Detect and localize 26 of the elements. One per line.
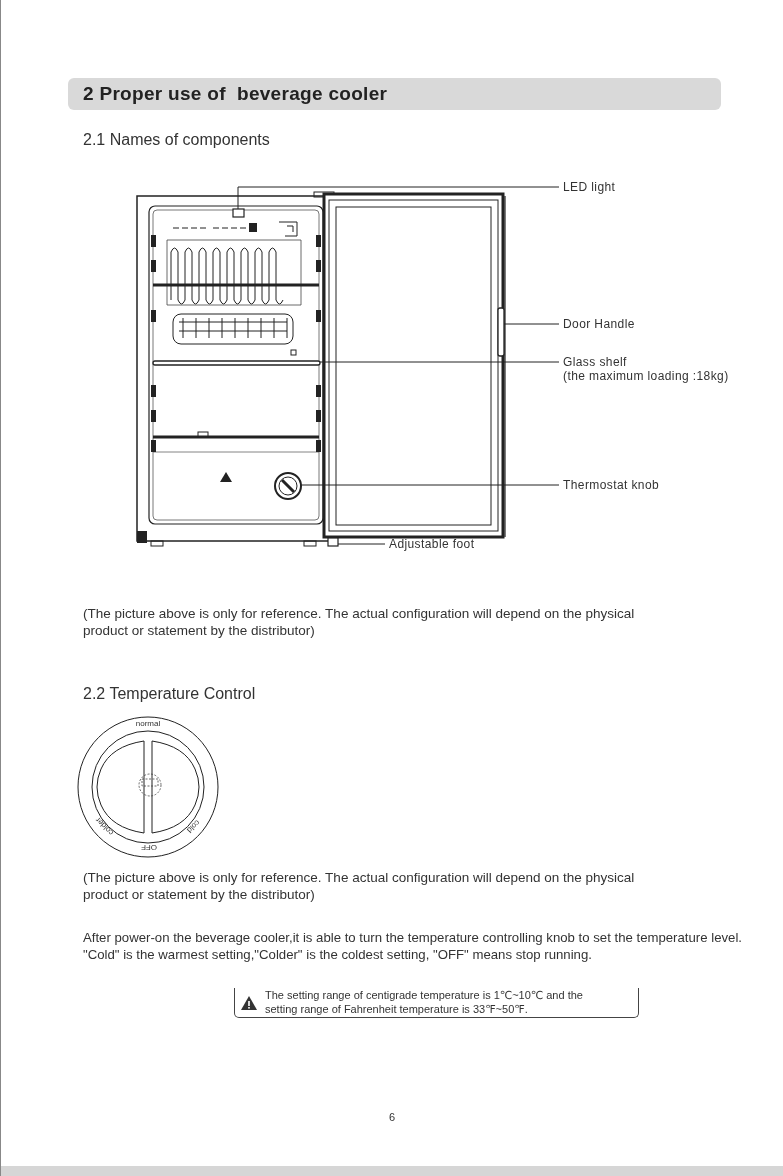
page-number: 6 xyxy=(389,1110,396,1125)
leader-line xyxy=(300,484,560,486)
dial-setting-label: OFF xyxy=(141,843,157,851)
callout-label: (the maximum loading :18kg) xyxy=(563,369,729,384)
adjustable-foot-part xyxy=(327,537,339,547)
section-heading: 2.2 Temperature Control xyxy=(83,684,256,704)
leader-line xyxy=(237,186,560,210)
callout-label: Thermostat knob xyxy=(563,478,660,493)
led-light-part xyxy=(232,208,245,218)
dial-setting-label: normal xyxy=(135,720,161,728)
callout-label: Adjustable foot xyxy=(389,537,475,552)
glass-shelf-part xyxy=(152,360,321,366)
callout-label: Door Handle xyxy=(563,317,635,332)
note-text: (The picture above is only for reference. The actual configuration will depend on the physical product or statement by the distributor) xyxy=(83,870,636,904)
leader-line xyxy=(319,361,560,363)
section-heading: 2.1 Names of components xyxy=(83,130,270,150)
note-text: (The picture above is only for reference. The actual configuration will depend on the physical product or statement by the distributor) xyxy=(83,606,636,640)
leader-line xyxy=(503,323,560,325)
callout-label: LED light xyxy=(563,180,616,195)
callout-label: Glass shelf xyxy=(563,355,628,370)
section-title-bar: 2 Proper use of beverage cooler xyxy=(68,78,721,110)
door-handle-part xyxy=(497,307,505,357)
dial-setting-label: cold xyxy=(185,818,201,834)
leader-line xyxy=(337,543,386,545)
instruction-text: After power-on the beverage cooler,it is able to turn the temperature controlling knob to set the temperature level. "Cold" is the warmest setting,"Colder" is the coldest setting, "OFF" means stop running. xyxy=(83,929,743,964)
warning-text: The setting range of centigrade temperature is 1℃~10℃ and the setting range of Fahrenheit temperature is 33℉~50℉. xyxy=(265,988,584,1017)
